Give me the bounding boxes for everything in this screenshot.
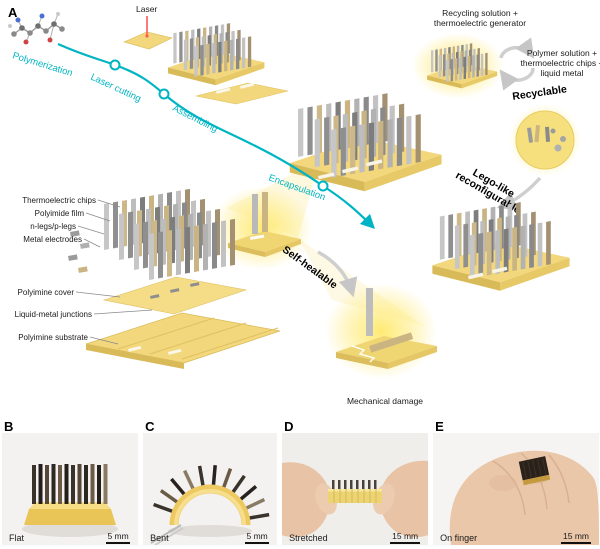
- label-liquid-metal-junctions: Liquid-metal junctions: [15, 310, 92, 319]
- recycling-solution-line2: thermoelectric generator: [434, 18, 526, 28]
- panel-d-photo: [282, 433, 429, 545]
- panel-e-letter: E: [435, 419, 444, 434]
- flat-device-chips: [32, 464, 108, 504]
- recycling-solution-line1: Recycling solution +: [442, 8, 518, 18]
- exploded-chip-array: [68, 188, 235, 280]
- panel-d-scalebar: 15 mm: [390, 531, 421, 544]
- self-heal-arrow: [317, 250, 358, 298]
- polymer-solution-line3: liquid metal: [541, 68, 584, 78]
- polymer-solution-line2: thermoelectric chips +: [521, 58, 600, 68]
- panel-b-letter: B: [4, 419, 14, 434]
- workflow-node-1: [109, 59, 121, 71]
- stretched-device: [328, 480, 383, 503]
- teg-reconfigured-device: [432, 202, 569, 291]
- workflow-node-3: [317, 180, 329, 192]
- scale-bar: [106, 541, 131, 544]
- right-hand: [373, 460, 429, 537]
- exploded-polyimine-substrate: [85, 312, 281, 369]
- photo-panel-row: B Flat 5 mm: [0, 419, 600, 549]
- laser-cut-sheet: [195, 82, 289, 105]
- label-metal-electrodes: Metal electrodes: [23, 235, 82, 244]
- panel-b-caption: Flat: [9, 533, 25, 543]
- panel-a-letter: A: [8, 5, 18, 20]
- assembled-base-electrodes: [318, 159, 383, 180]
- step-assembling: Assembling: [171, 103, 220, 135]
- polymer-solution-line1: Polymer solution +: [527, 48, 597, 58]
- panel-a-schematic: A Laser: [8, 4, 600, 406]
- teg-laser-cut-film: [168, 23, 264, 85]
- panel-e: E: [433, 419, 600, 549]
- scale-bar: [245, 541, 270, 544]
- panel-b-photo: [2, 433, 138, 545]
- panel-c-letter: C: [145, 419, 155, 434]
- mechanical-damage-label: Mechanical damage: [347, 396, 423, 406]
- panel-b-scalebar: 5 mm: [106, 531, 131, 544]
- step-polymerization: Polymerization: [11, 50, 74, 79]
- panel-e-photo: [433, 433, 600, 545]
- laser-icon: [123, 16, 173, 50]
- lego-branch-arrow: [496, 176, 542, 210]
- polymer-molecule-illustration: [8, 12, 65, 45]
- step-laser-cutting: Laser cutting: [89, 72, 143, 105]
- label-polyimide-film: Polyimide film: [35, 209, 85, 218]
- panel-d-letter: D: [284, 419, 294, 434]
- scale-bar: [390, 541, 421, 544]
- teg-assembled-device: [290, 93, 442, 191]
- panel-d-caption: Stretched: [289, 533, 328, 543]
- recycle-cycle-arrows: [499, 37, 535, 91]
- panel-e-scalebar: 15 mm: [561, 531, 591, 544]
- scale-bar: [561, 541, 591, 544]
- label-polyimine-cover: Polyimine cover: [18, 288, 75, 297]
- panel-c-caption: Bent: [150, 533, 169, 543]
- panel-d: D: [282, 419, 429, 549]
- recyclable-label: Recyclable: [512, 83, 568, 103]
- panel-c-scalebar: 5 mm: [245, 531, 270, 544]
- label-polyimine-substrate: Polyimine substrate: [18, 333, 88, 342]
- label-thermoelectric-chips: Thermoelectric chips: [22, 196, 96, 205]
- exploded-polyimine-cover: [102, 276, 248, 315]
- panel-c-photo: [143, 433, 278, 545]
- damaged-unit: [336, 288, 437, 369]
- finger-device: [518, 456, 551, 486]
- panel-c: C: [143, 419, 278, 549]
- panel-b: B Flat 5 mm: [2, 419, 138, 549]
- tweezers: [150, 524, 184, 545]
- panel-e-caption: On finger: [440, 533, 478, 543]
- reconfigured-base-electrodes: [468, 266, 508, 280]
- healed-unit: [228, 192, 301, 257]
- polymer-solution-dish: [509, 104, 581, 176]
- leader-lines: [75, 199, 153, 345]
- workflow-node-2: [158, 88, 170, 100]
- laser-label: Laser: [136, 4, 157, 14]
- label-n-p-legs: n-legs/p-legs: [30, 222, 76, 231]
